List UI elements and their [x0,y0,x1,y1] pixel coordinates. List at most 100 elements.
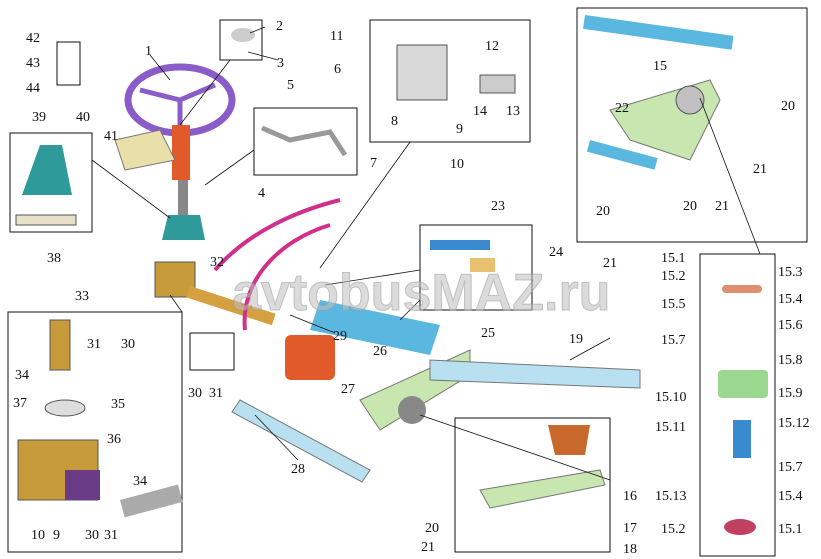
label-43: 43 [26,56,40,71]
label-15-7b: 15.7 [778,460,803,475]
watermark: avtobusMAZ.ru [232,264,610,322]
lever-4 [261,125,348,157]
leader-lines [91,26,761,481]
label-33: 33 [75,289,89,304]
label-15-9: 15.9 [778,386,803,401]
hose-1 [213,198,341,272]
box-pin-30-31 [189,332,235,371]
box-cap-2-3 [219,19,263,61]
label-10: 10 [450,157,464,172]
box-boot-38-40 [9,132,93,233]
label-9b: 9 [53,528,60,543]
label-20b: 20 [683,199,697,214]
wheel-spoke [179,82,216,103]
label-30a: 30 [121,337,135,352]
label-30b: 30 [85,528,99,543]
label-41: 41 [104,129,118,144]
label-15: 15 [653,59,667,74]
label-17: 17 [623,521,637,536]
label-31b: 31 [104,528,118,543]
label-35: 35 [111,397,125,412]
pipe-23box [430,240,490,250]
label-3: 3 [277,56,284,71]
box-bolt-42-44 [56,41,81,86]
tie-rod-19 [429,359,641,389]
arm-16 [479,469,606,509]
label-6: 6 [334,62,341,77]
kingpin-center [398,396,426,424]
label-29: 29 [333,329,347,344]
box-lever-4-5 [253,107,358,176]
label-44: 44 [26,81,40,96]
label-34a: 34 [15,368,29,383]
label-31c: 31 [209,386,223,401]
pin-15-12 [733,420,751,458]
label-15-13: 15.13 [655,489,687,504]
box-fitting-23-25 [419,224,533,311]
label-15-7a: 15.7 [661,333,686,348]
gearbox-cover [65,470,100,500]
label-24: 24 [549,245,563,260]
box-gearbox-30-37 [7,311,183,553]
label-15-2a: 15.2 [661,269,686,284]
label-19: 19 [569,332,583,347]
label-15-8: 15.8 [778,353,803,368]
label-13: 13 [506,104,520,119]
joint-33 [49,319,71,371]
pump-27 [285,335,335,380]
boot-39 [22,145,72,195]
cover-15-3 [722,285,762,293]
label-39: 39 [32,110,46,125]
label-1: 1 [145,44,152,59]
label-27: 27 [341,382,355,397]
label-2: 2 [276,19,283,34]
box-bracket-6-14 [369,19,531,143]
switch-41 [114,129,176,171]
drag-link-28 [231,399,371,483]
label-21c: 21 [603,256,617,271]
bracket-12 [396,44,448,101]
label-15-2b: 15.2 [661,522,686,537]
rod-top [583,14,734,50]
label-18: 18 [623,542,637,557]
label-28: 28 [291,462,305,477]
box-tie-rod-15-22 [576,7,808,243]
label-16: 16 [623,489,637,504]
label-15-11: 15.11 [655,420,686,435]
fitting-box [470,258,495,272]
label-15-6: 15.6 [778,318,803,333]
label-26: 26 [373,344,387,359]
knuckle-part [548,425,590,455]
label-15-10: 15.10 [655,390,687,405]
label-20d: 20 [425,521,439,536]
shaft-32 [186,286,276,326]
label-32: 32 [210,255,224,270]
label-21a: 21 [753,162,767,177]
label-20c: 20 [596,204,610,219]
label-30c: 30 [188,386,202,401]
plate-38 [15,214,77,226]
detail-boxes [7,7,808,557]
housing-15-9 [718,370,768,398]
kingpin-15 [675,85,705,115]
label-20a: 20 [781,99,795,114]
label-21d: 21 [421,540,435,555]
label-8: 8 [391,114,398,129]
hose-2 [242,223,331,331]
label-10b: 10 [31,528,45,543]
label-9: 9 [456,122,463,137]
label-37: 37 [13,396,27,411]
part-labels: 42 43 44 1 2 3 5 4 39 40 41 38 32 11 12 … [13,19,810,557]
label-15-4a: 15.4 [778,292,803,307]
box-kingpin-15x [699,253,776,557]
parts [15,14,768,535]
cap-2 [231,28,255,42]
label-25: 25 [481,326,495,341]
label-21b: 21 [715,199,729,214]
power-cylinder-26 [310,300,440,355]
label-15-4b: 15.4 [778,489,803,504]
rod-left [586,139,658,170]
label-15-12: 15.12 [778,416,810,431]
